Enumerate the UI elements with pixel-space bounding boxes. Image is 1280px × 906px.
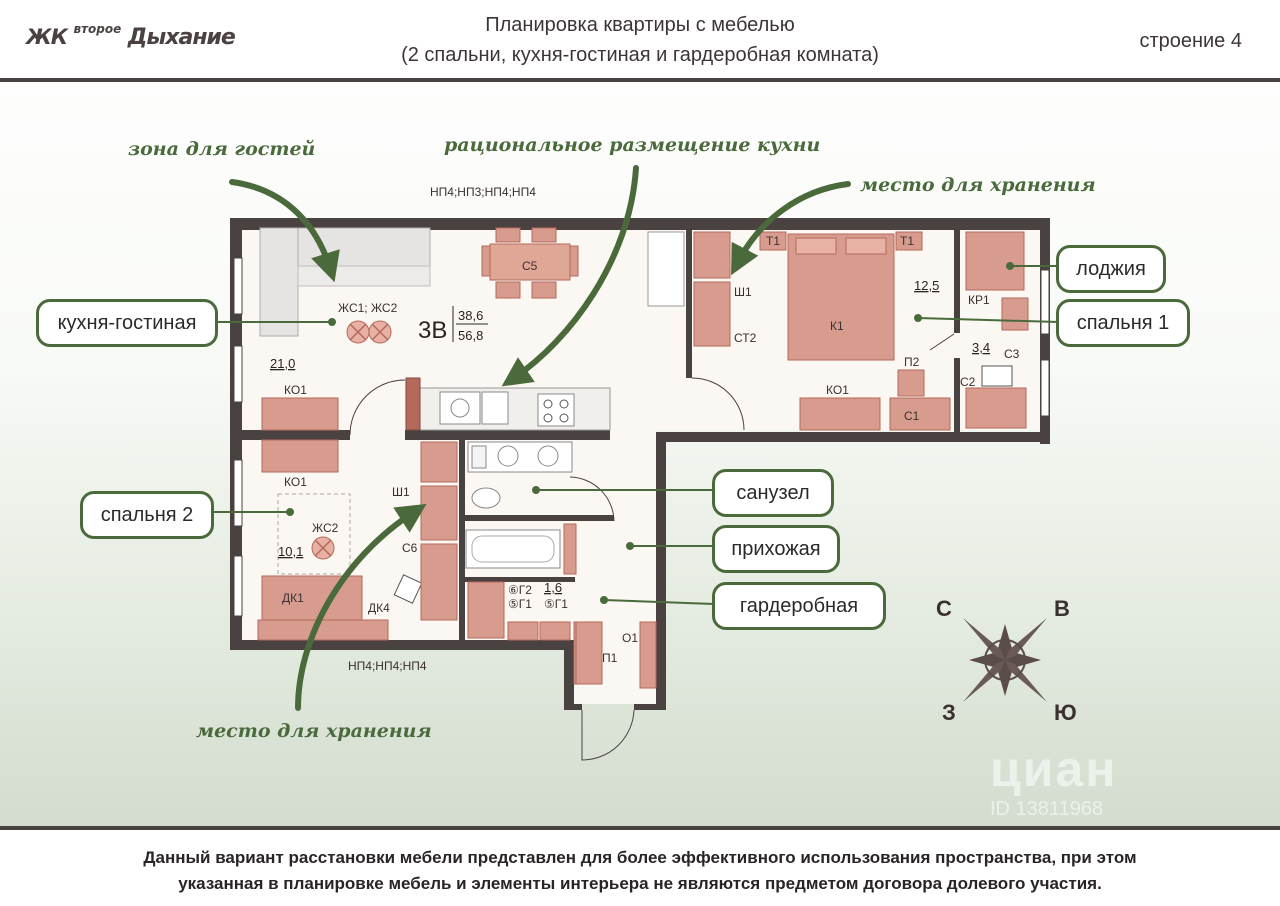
tag-c3: С3 <box>1004 347 1020 361</box>
caption-guest-zone: зона для гостей <box>128 138 316 160</box>
apt-total-area: 56,8 <box>458 328 483 343</box>
building-label: строение 4 <box>1139 30 1242 52</box>
kitchen-counter <box>405 377 611 431</box>
tag-c6: С6 <box>402 541 418 555</box>
logo: ЖК второе Дыхание <box>26 22 236 50</box>
caption-storage-top: место для хранения <box>860 174 1096 196</box>
compass-w: З <box>942 700 956 725</box>
label-wardrobe: гардеробная <box>712 582 886 630</box>
label-hallway: прихожая <box>712 525 840 573</box>
apt-living-area: 38,6 <box>458 308 483 323</box>
bedroom2-furniture <box>257 493 423 641</box>
compass-e: В <box>1054 596 1070 621</box>
tag-ko1-c: КО1 <box>826 383 849 397</box>
caption-kitchen: рациональное размещение кухни <box>444 134 821 156</box>
loggia-furniture <box>965 231 1029 429</box>
compass-rose <box>963 618 1047 702</box>
dining-table <box>481 227 579 299</box>
logo-part1: ЖК <box>26 25 68 49</box>
hall-storage-p1 <box>575 621 603 685</box>
header-bar: ЖК второе Дыхание Планировка квартиры с … <box>0 0 1280 82</box>
bathroom-fixtures <box>465 441 577 575</box>
tag-k1: К1 <box>830 319 844 333</box>
label-loggia: лоджия <box>1056 245 1166 293</box>
wardrobe-sh1-b <box>420 441 458 621</box>
label-leaders <box>212 262 1059 605</box>
tag-t1-b: Т1 <box>900 234 914 248</box>
tag-zhs1: ЖС1; ЖС2 <box>338 301 398 315</box>
page-title: Планировка квартиры с мебелью <box>485 14 795 36</box>
footer-line2: указанная в планировке мебель и элементы… <box>178 874 1102 893</box>
area-living: 21,0 <box>270 356 295 371</box>
cabinets-ko1 <box>261 397 881 473</box>
tag-g1-b: ⑤Г1 <box>544 597 568 611</box>
compass-n: С <box>936 596 952 621</box>
watermark-id: ID 13811968 <box>990 798 1104 820</box>
tag-c1: С1 <box>904 409 920 423</box>
apt-type: 3В <box>418 317 447 344</box>
tag-t1-a: Т1 <box>766 234 780 248</box>
tag-g1-a: ⑤Г1 <box>508 597 532 611</box>
watermark: циан ID 13811968 <box>990 740 1118 820</box>
footer-line1: Данный вариант расстановки мебели предст… <box>143 848 1137 867</box>
tag-dk4: ДК4 <box>368 601 390 615</box>
label-kitchen-living: кухня-гостиная <box>36 299 218 347</box>
watermark-brand: циан <box>990 741 1118 797</box>
tag-ko1-a: КО1 <box>284 383 307 397</box>
tag-sh1-a: Ш1 <box>734 285 752 299</box>
label-bathroom: санузел <box>712 469 834 517</box>
caption-arrows <box>229 165 851 711</box>
bedroom1-furniture <box>693 231 951 431</box>
logo-part2: второе <box>73 22 122 36</box>
label-bedroom2: спальня 2 <box>80 491 214 539</box>
tag-c2: С2 <box>960 375 976 389</box>
tag-np-bottom: НП4;НП4;НП4 <box>348 659 427 673</box>
tag-ko1-b: КО1 <box>284 475 307 489</box>
tag-zhs2: ЖС2 <box>312 521 339 535</box>
tag-g2: ⑥Г2 <box>508 583 532 597</box>
area-bedroom2: 10,1 <box>278 544 303 559</box>
label-bedroom1: спальня 1 <box>1056 299 1190 347</box>
compass-s: Ю <box>1054 700 1077 725</box>
area-bedroom1: 12,5 <box>914 278 939 293</box>
tag-p2: П2 <box>904 355 920 369</box>
tag-np-top: НП4;НП3;НП4;НП4 <box>430 185 536 199</box>
logo-part3: Дыхание <box>127 25 236 50</box>
tag-st2: СТ2 <box>734 331 757 345</box>
windows <box>233 257 1050 617</box>
area-wardrobe: 1,6 <box>544 580 562 595</box>
area-loggia: 3,4 <box>972 340 990 355</box>
tag-c5: С5 <box>522 259 538 273</box>
fridge <box>647 231 685 307</box>
tag-sh1-b: Ш1 <box>392 485 410 499</box>
caption-storage-bottom: место для хранения <box>196 720 432 742</box>
tag-p1: П1 <box>602 651 618 665</box>
tag-o1: О1 <box>622 631 638 645</box>
footer-bar: Данный вариант расстановки мебели предст… <box>0 826 1280 906</box>
tag-dk1: ДК1 <box>282 591 304 605</box>
page-subtitle: (2 спальни, кухня-гостиная и гардеробная… <box>401 44 879 66</box>
tag-kp1: КР1 <box>968 293 990 307</box>
